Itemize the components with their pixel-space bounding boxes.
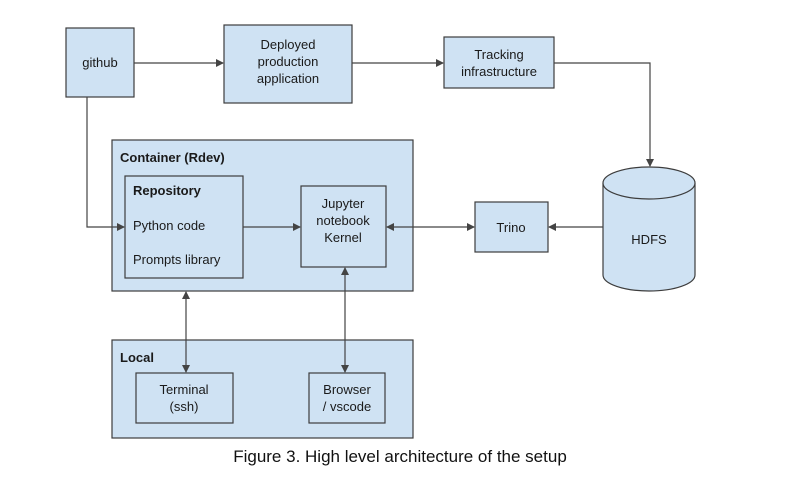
tracking-label-line2: infrastructure: [461, 64, 537, 79]
tracking-label-line1: Tracking: [474, 47, 523, 62]
jupyter-label-line3: Kernel: [324, 230, 362, 245]
tracking-node: Tracking infrastructure: [443, 36, 555, 89]
browser-label-line2: / vscode: [323, 399, 371, 414]
deployed-label-line2: production: [258, 54, 319, 69]
container-label: Container (Rdev): [120, 150, 225, 165]
terminal-node: Terminal (ssh): [135, 372, 234, 424]
jupyter-label-line1: Jupyter: [322, 196, 365, 211]
local-label: Local: [120, 350, 154, 365]
github-label: github: [82, 55, 117, 70]
edge-github-repository: [86, 97, 125, 231]
jupyter-node: Jupyter notebook Kernel: [300, 185, 387, 268]
trino-node: Trino: [474, 201, 549, 253]
jupyter-label-line2: notebook: [316, 213, 370, 228]
browser-label-line1: Browser: [323, 382, 371, 397]
github-node: github: [65, 27, 135, 98]
browser-node: Browser / vscode: [308, 372, 386, 424]
repository-title: Repository: [133, 183, 202, 198]
repository-item-prompts: Prompts library: [133, 252, 221, 267]
deployed-app-node: Deployed production application: [223, 24, 353, 104]
edge-tracking-hdfs: [554, 62, 654, 167]
figure-caption: Figure 3. High level architecture of the…: [233, 447, 567, 466]
deployed-label-line1: Deployed: [261, 37, 316, 52]
deployed-label-line3: application: [257, 71, 319, 86]
terminal-label-line2: (ssh): [170, 399, 199, 414]
trino-label: Trino: [496, 220, 525, 235]
repository-item-python: Python code: [133, 218, 205, 233]
hdfs-node: HDFS: [602, 166, 696, 292]
repository-node: Repository Python code Prompts library: [124, 175, 244, 279]
hdfs-label: HDFS: [631, 232, 667, 247]
terminal-label-line1: Terminal: [159, 382, 208, 397]
